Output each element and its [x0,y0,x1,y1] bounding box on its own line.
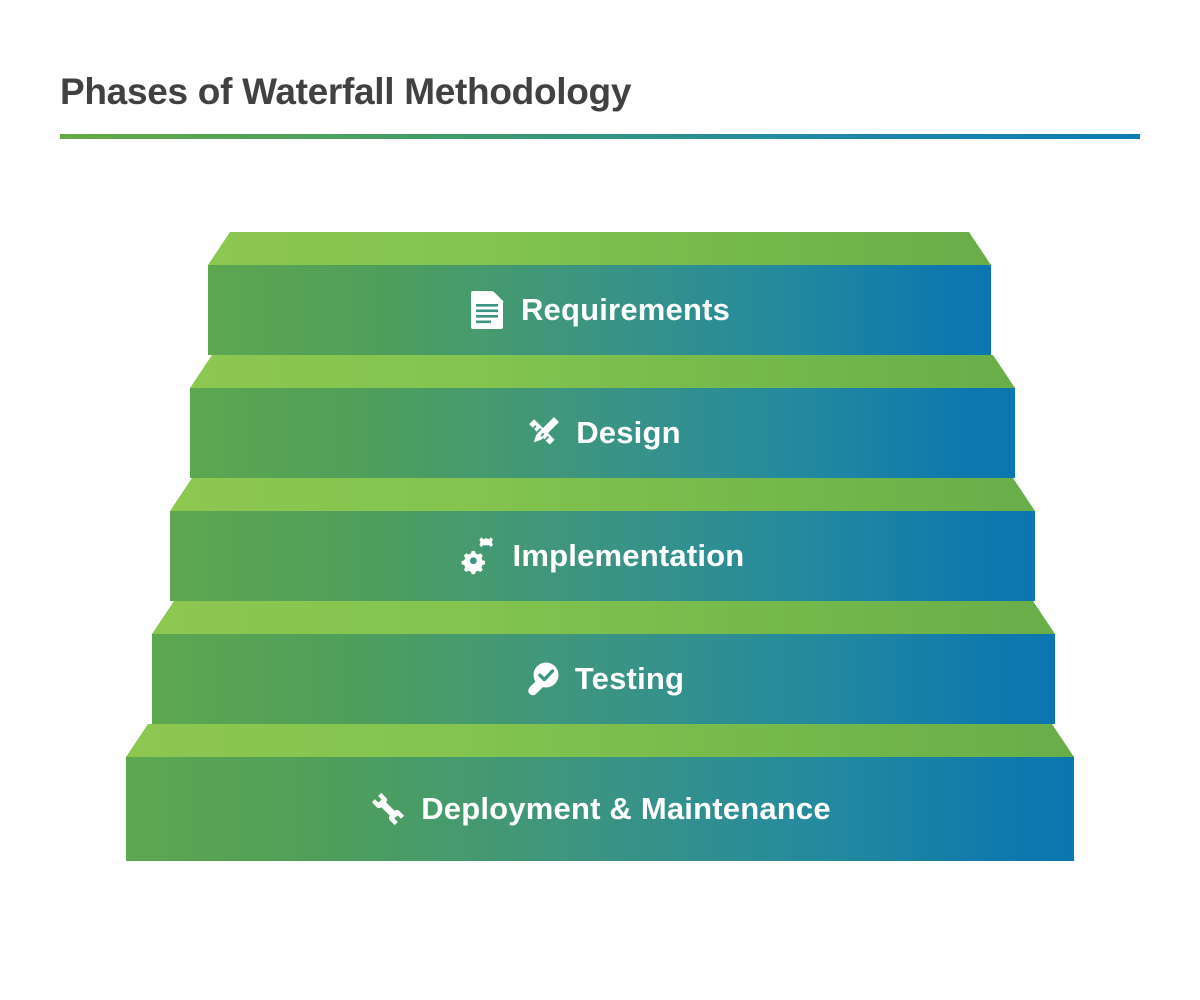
step-front-face [152,634,1055,724]
step-front-face [170,511,1035,601]
step-top-face [152,601,1055,634]
step-front-face [190,388,1015,478]
step-front-face [208,265,991,355]
header: Phases of Waterfall Methodology [60,71,1140,139]
page-title: Phases of Waterfall Methodology [60,71,632,112]
step-top-face [190,355,1015,388]
step-top-face [126,724,1074,757]
step-front-face [126,757,1074,861]
title-gradient-rule [60,133,1140,139]
step-top-face [170,478,1035,511]
step-top-face [208,232,991,265]
